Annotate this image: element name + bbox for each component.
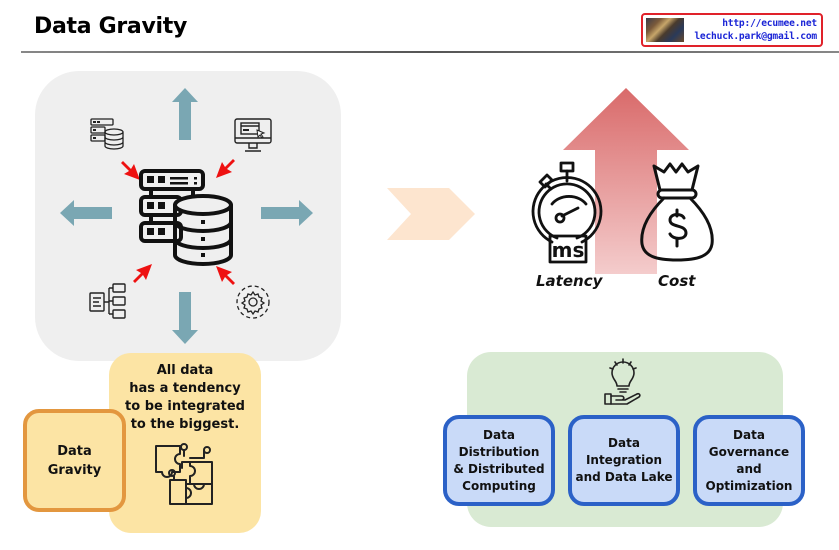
- solution-line: Governance: [708, 444, 790, 459]
- svg-text:ms: ms: [552, 238, 585, 262]
- solution-line: Distribution: [458, 444, 540, 459]
- author-photo-icon: [646, 18, 684, 42]
- definition-line: All data: [156, 363, 214, 378]
- contact-text: http://ecumee.net lechuck.park@gmail.com: [694, 17, 817, 43]
- definition-line: to the biggest.: [130, 417, 240, 432]
- chevron-right-icon: [387, 188, 475, 240]
- latency-label: Latency: [536, 272, 603, 290]
- stopwatch-ms-icon: ms: [531, 161, 603, 264]
- definition-text: All data has a tendency to be integrated…: [109, 362, 261, 434]
- contact-badge[interactable]: http://ecumee.net lechuck.park@gmail.com: [641, 13, 823, 47]
- title-divider: [21, 51, 839, 53]
- solution-line: Data: [608, 436, 640, 450]
- solution-line: Optimization: [705, 478, 793, 493]
- monitor-click-icon: [234, 118, 272, 152]
- definition-line: has a tendency: [129, 381, 241, 396]
- inward-arrow-icon: [216, 159, 235, 178]
- arrow-right-icon: [261, 200, 313, 226]
- data-gravity-box: Data Gravity: [23, 409, 126, 512]
- solution-line: Integration: [585, 453, 663, 467]
- solution-line: & Distributed: [453, 461, 545, 476]
- arrow-up-icon: [172, 88, 198, 140]
- idea-hand-icon: [604, 358, 641, 405]
- gear-sync-icon: [236, 285, 270, 319]
- solution-governance-box: Data Governance and Optimization: [693, 415, 805, 506]
- solution-line: Computing: [462, 478, 536, 493]
- up-arrow-icon: [563, 88, 689, 274]
- definition-line: to be integrated: [125, 399, 245, 414]
- arrow-down-icon: [172, 292, 198, 344]
- server-database-icon: [90, 118, 124, 150]
- central-server-database-icon: [139, 169, 233, 266]
- puzzle-icon: [155, 443, 213, 505]
- solution-line: Data: [733, 427, 765, 442]
- page-title: Data Gravity: [34, 14, 188, 39]
- inward-arrow-icon: [216, 266, 235, 285]
- contact-email[interactable]: lechuck.park@gmail.com: [694, 31, 817, 42]
- solution-integration-box: Data Integration and Data Lake: [568, 415, 680, 506]
- solution-line: Data: [483, 427, 515, 442]
- inward-arrow-icon: [133, 264, 152, 283]
- money-bag-icon: [640, 162, 714, 262]
- solution-line: and Data Lake: [575, 470, 673, 484]
- data-gravity-label: Data Gravity: [47, 443, 102, 478]
- solution-line: and: [736, 461, 762, 476]
- contact-url[interactable]: http://ecumee.net: [722, 18, 817, 29]
- solution-distribution-box: Data Distribution & Distributed Computin…: [443, 415, 555, 506]
- inward-arrow-icon: [121, 161, 140, 180]
- cost-label: Cost: [658, 272, 696, 290]
- hierarchy-tree-icon: [89, 283, 126, 319]
- arrow-left-icon: [60, 200, 112, 226]
